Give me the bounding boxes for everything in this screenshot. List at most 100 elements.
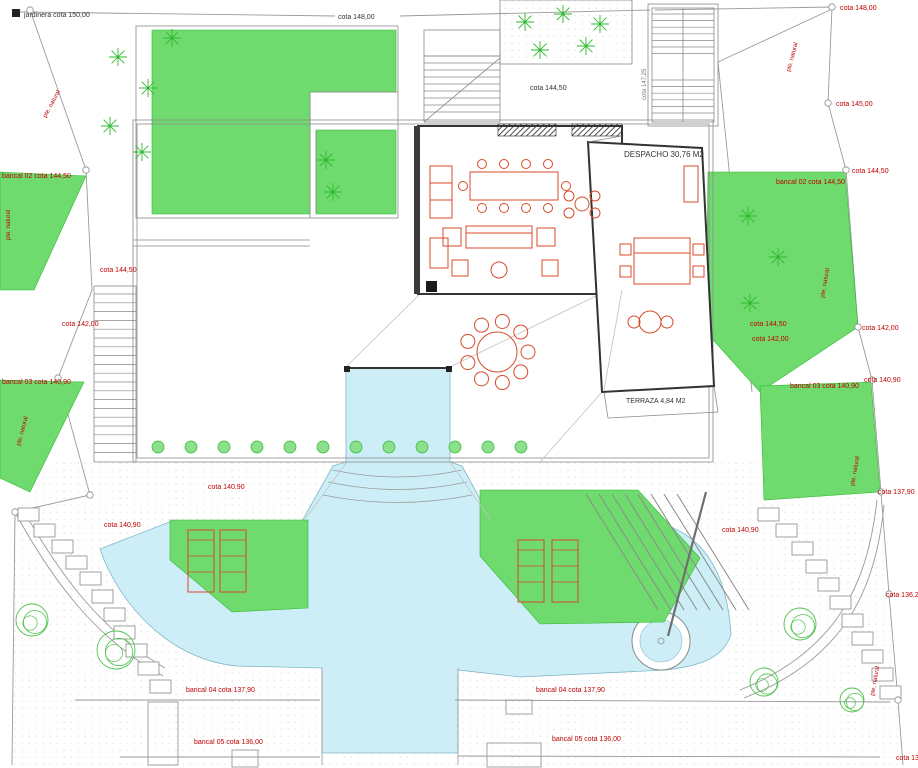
- bush-icon: [349, 440, 363, 454]
- legend-label: jardinera cota 150,00: [23, 12, 90, 19]
- wall-block: [871, 667, 894, 682]
- sun-lounger: [551, 539, 579, 603]
- terrace-label: bancal 04 cota 137,90: [536, 687, 605, 694]
- bush-icon: [382, 440, 396, 454]
- bush-icon: [316, 440, 330, 454]
- dining-chair: [543, 159, 553, 169]
- tree-icon: [133, 143, 151, 161]
- dining-chair: [477, 159, 487, 169]
- elevation-label: cota 148,00: [338, 14, 375, 21]
- cabinet: [683, 165, 699, 203]
- tree-icon: [591, 15, 609, 33]
- coffee-table: [490, 261, 508, 279]
- outdoor-chair: [460, 355, 476, 371]
- survey-points: [11, 3, 902, 704]
- wall-block: [17, 507, 40, 522]
- meeting-chair: [627, 315, 641, 329]
- tree-icon: [769, 248, 787, 266]
- tree-icon: [163, 29, 181, 47]
- elevation-label: cota 144,50: [530, 85, 567, 92]
- office-chair: [619, 265, 632, 278]
- sun-lounger: [517, 539, 545, 603]
- coffee-set-chair: [563, 190, 575, 202]
- outdoor-chair: [494, 375, 510, 391]
- bush-icon: [481, 440, 495, 454]
- survey-point-icon: [26, 6, 34, 14]
- canopy-tree-icon: [15, 603, 49, 637]
- dining-chair: [499, 203, 509, 213]
- dining-chair: [561, 181, 571, 191]
- elevation-label: cota 136,00: [896, 755, 918, 762]
- villa-building: [414, 123, 716, 394]
- canopy-tree-icon: [839, 687, 865, 713]
- office-chair: [619, 243, 632, 256]
- canopy-tree-icon: [96, 630, 136, 670]
- lawn-pool-right: [479, 489, 701, 625]
- outdoor-chair: [513, 324, 529, 340]
- survey-point-icon: [842, 166, 850, 174]
- tree-icon: [317, 151, 335, 169]
- slope-label: pte. natural: [820, 268, 831, 299]
- tree-icon: [739, 207, 757, 225]
- canopy-tree-icon: [783, 607, 817, 641]
- wall-block: [879, 685, 902, 700]
- office-chair: [692, 265, 705, 278]
- wall-block: [125, 643, 148, 658]
- meeting-chair: [660, 315, 674, 329]
- wall-block: [805, 559, 828, 574]
- coffee-set-table: [574, 196, 590, 212]
- outdoor-chair: [460, 333, 476, 349]
- outdoor-round-table: [476, 331, 518, 373]
- sofa: [465, 225, 533, 249]
- wall-block: [861, 649, 884, 664]
- room-label: TERRAZA 4,84 M2: [626, 398, 686, 405]
- elevation-label: cota 144,50: [750, 321, 787, 328]
- terrace-label: bancal 02 cota 144,50: [2, 173, 71, 180]
- survey-point-icon: [54, 374, 62, 382]
- side-table: [536, 227, 556, 247]
- slope-label: pte. natural: [786, 42, 800, 73]
- wall-block: [841, 613, 864, 628]
- bush-icon: [217, 440, 231, 454]
- elevation-label: cota 142,00: [862, 325, 899, 332]
- bottom-planter: [231, 749, 259, 768]
- survey-point-icon: [828, 3, 836, 11]
- tree-icon: [516, 13, 534, 31]
- room-label: DESPACHO 30,76 M2: [624, 150, 704, 159]
- survey-point-icon: [854, 323, 862, 331]
- lawn-pool-left: [169, 519, 309, 613]
- survey-point-icon: [82, 166, 90, 174]
- wall-block: [757, 507, 780, 522]
- side-table: [442, 227, 462, 247]
- pergola: [585, 491, 750, 637]
- bottom-planter: [486, 742, 542, 768]
- wall-block: [137, 661, 160, 676]
- survey-point-icon: [868, 376, 876, 384]
- gabion-blocks: [17, 507, 902, 700]
- dining-chair: [543, 203, 553, 213]
- terrace-label: bancal 05 cota 136,00: [552, 736, 621, 743]
- wall-block: [775, 523, 798, 538]
- center-stair: [423, 55, 501, 123]
- elevation-label: cota 140,90: [722, 527, 759, 534]
- slope-label: pte. natural: [870, 666, 881, 697]
- furniture: [429, 159, 705, 373]
- elevation-label: cota 144,50: [852, 168, 889, 175]
- dining-chair: [458, 181, 468, 191]
- lawn-areas: [0, 29, 881, 625]
- terrace-label: bancal 02 cota 144,50: [776, 179, 845, 186]
- wall-block: [33, 523, 56, 538]
- survey-point-icon: [885, 590, 893, 598]
- wall-block: [91, 589, 114, 604]
- stair-treads: [94, 13, 714, 453]
- outdoor-chair: [474, 317, 489, 333]
- armchair: [451, 259, 469, 277]
- survey-point-icon: [894, 696, 902, 704]
- coffee-set-chair: [563, 207, 575, 219]
- entry-courtyard: [499, 0, 633, 65]
- elevation-label: cota 144,50: [100, 267, 137, 274]
- trees: [15, 5, 865, 713]
- lawn-right-terrace-1: [705, 171, 859, 393]
- tree-icon: [109, 48, 127, 66]
